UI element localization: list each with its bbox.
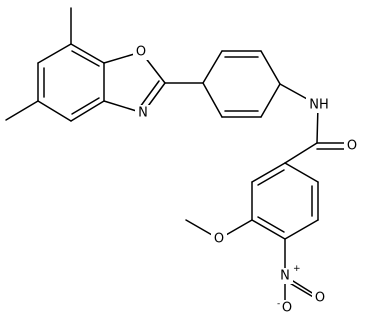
svg-text:O: O <box>136 45 146 60</box>
bond <box>37 100 72 122</box>
bond <box>251 219 286 240</box>
svg-text:NH: NH <box>309 98 329 113</box>
amide-nitrogen-atom: NH <box>306 97 332 113</box>
bond <box>257 216 285 233</box>
oxazole-oxygen-atom: O <box>133 44 149 60</box>
bond <box>202 50 223 84</box>
svg-text:N: N <box>138 106 148 121</box>
svg-text:O: O <box>214 232 224 247</box>
bond <box>251 162 286 183</box>
oxazole-nitrogen-atom: N <box>135 105 151 121</box>
atom-labels: O N NH O O N + O O - <box>133 44 360 316</box>
nitro-oxygen-atom: O <box>312 290 328 306</box>
bond <box>284 219 319 240</box>
methoxy-oxygen-atom: O <box>211 231 227 247</box>
svg-text:O: O <box>282 301 292 316</box>
positive-charge: + <box>293 264 301 274</box>
bond <box>260 83 281 118</box>
bond <box>71 50 100 67</box>
bonds <box>5 7 351 308</box>
bond <box>71 97 100 115</box>
bond <box>5 100 39 121</box>
bond <box>37 43 72 64</box>
svg-text:O: O <box>315 291 325 306</box>
bond <box>202 82 223 118</box>
carbonyl-oxygen-atom: O <box>344 138 360 154</box>
bond <box>70 100 105 122</box>
svg-text:N: N <box>280 269 290 284</box>
nitro-oxide-atom: O - <box>277 299 293 316</box>
bond <box>139 80 160 108</box>
bond <box>284 162 319 183</box>
negative-charge: - <box>277 299 280 309</box>
svg-text:O: O <box>347 139 357 154</box>
bond <box>260 50 281 85</box>
bond <box>284 142 318 164</box>
bond <box>257 169 285 186</box>
bond <box>70 43 105 64</box>
nitro-nitrogen-atom: N + <box>277 264 301 284</box>
